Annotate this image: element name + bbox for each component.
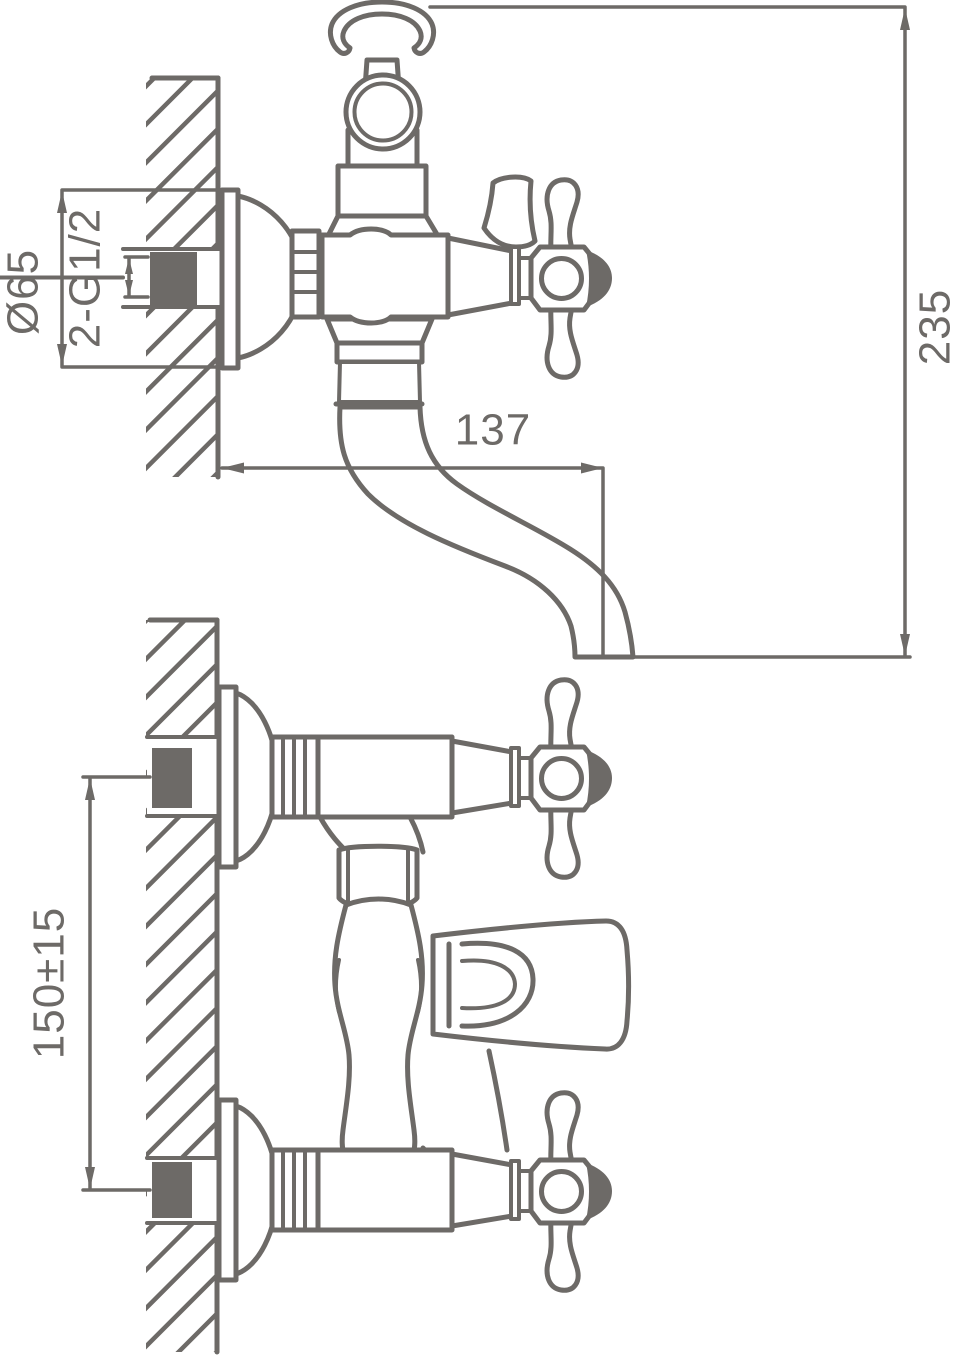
swivel-ball-outer	[343, 72, 423, 152]
spout-ring-lower	[337, 360, 422, 404]
dim-lines	[81, 775, 152, 1192]
riser-block	[335, 163, 429, 219]
valve-body	[319, 226, 451, 326]
handle-hub-ring-hot	[539, 756, 584, 801]
diverter-highlights	[334, 958, 423, 1014]
inlet-nipple-hot	[152, 748, 192, 808]
valve-body-cold	[315, 1147, 455, 1233]
arrow-up-icon	[900, 8, 910, 30]
shower-riser	[325, 0, 441, 239]
inlet-nipple-cold	[152, 1162, 192, 1218]
arrow-right-icon	[581, 462, 603, 474]
spout-bracket-line	[486, 1048, 510, 1153]
dim-lines	[220, 466, 605, 659]
thread-ribs-hot	[281, 735, 307, 819]
dimension-inlet-spacing: 150±15	[25, 775, 152, 1192]
spout-opening-inner	[460, 958, 517, 1011]
escutcheon-flange-hot	[216, 684, 239, 870]
wall-section-lower	[145, 617, 222, 1355]
wall-bore-lines-hot	[145, 735, 222, 818]
valve-cone-hot	[449, 738, 515, 816]
far-handle	[481, 174, 538, 250]
body-drop-right	[407, 814, 426, 855]
handle-spoke-up	[544, 177, 581, 256]
handle-spoke-down	[544, 301, 581, 380]
hot-valve-body	[315, 677, 612, 880]
handle-spoke-up-hot	[544, 677, 581, 756]
cross-handle	[528, 177, 612, 380]
valve-stem	[445, 235, 536, 318]
handle-hub-ring	[539, 256, 584, 301]
arrow-down-icon	[125, 280, 133, 296]
label-inlet-thread: 2-G1/2	[61, 208, 110, 349]
dim-lines	[60, 188, 224, 369]
handle-cap-cold	[586, 1163, 612, 1220]
dimension-inlet-thread: 2-G1/2	[61, 208, 150, 349]
dim-lines	[428, 5, 912, 659]
arrow-down-icon	[900, 634, 910, 656]
dimension-mount-height: 235	[428, 5, 960, 659]
spout-opening-outer	[459, 940, 536, 1029]
dimension-spout-reach: 137	[220, 406, 605, 659]
swivel-ball-inner	[352, 81, 414, 143]
label-inlet-spacing: 150±15	[25, 907, 74, 1060]
front-view: 150±15	[25, 617, 631, 1355]
collar-rails	[346, 846, 410, 908]
wall-hatch-lower	[146, 620, 217, 1352]
wall-escutcheon-upper	[219, 187, 305, 371]
valve-body-hot	[315, 734, 455, 820]
wall-bore-lines-cold	[145, 1156, 222, 1225]
handle-spoke-down-cold	[544, 1214, 581, 1293]
handle-spoke-down-hot	[544, 801, 581, 880]
thread-ribs-cold	[281, 1148, 307, 1232]
handle-cap	[586, 250, 612, 307]
spout-ring-upper	[334, 340, 425, 365]
center-assembly	[317, 814, 631, 1165]
cold-valve	[216, 1090, 612, 1293]
shower-bracket-icon	[327, 0, 437, 56]
dimension-flange-diameter: Ø65	[0, 188, 224, 369]
label-mount-height: 235	[911, 289, 960, 365]
arrow-up-icon	[125, 258, 133, 274]
label-flange-diameter: Ø65	[0, 249, 48, 335]
spout	[324, 316, 636, 660]
arrow-down-icon	[57, 344, 67, 366]
arrow-left-icon	[222, 462, 244, 474]
side-view: Ø65 2-G1/2	[0, 0, 960, 660]
hot-valve	[216, 684, 321, 870]
handle-cap-hot	[586, 750, 612, 807]
valve-cone	[445, 235, 515, 318]
escutcheon-flange	[219, 187, 241, 371]
diverter-body	[332, 896, 425, 1163]
connection-nut	[289, 228, 322, 320]
inlet-nipple	[150, 252, 197, 305]
arrow-up-icon	[85, 778, 95, 800]
valve-cone-cold	[449, 1151, 515, 1229]
label-spout-reach: 137	[455, 406, 531, 455]
wall-bore-lines	[121, 247, 224, 309]
handle-hub-ring-cold	[539, 1169, 584, 1214]
escutcheon-flange-cold	[216, 1097, 239, 1283]
arrow-up-icon	[57, 191, 67, 213]
arrow-down-icon	[85, 1167, 95, 1189]
nut-ribs	[290, 250, 321, 294]
handle-spoke-up-cold	[544, 1090, 581, 1169]
